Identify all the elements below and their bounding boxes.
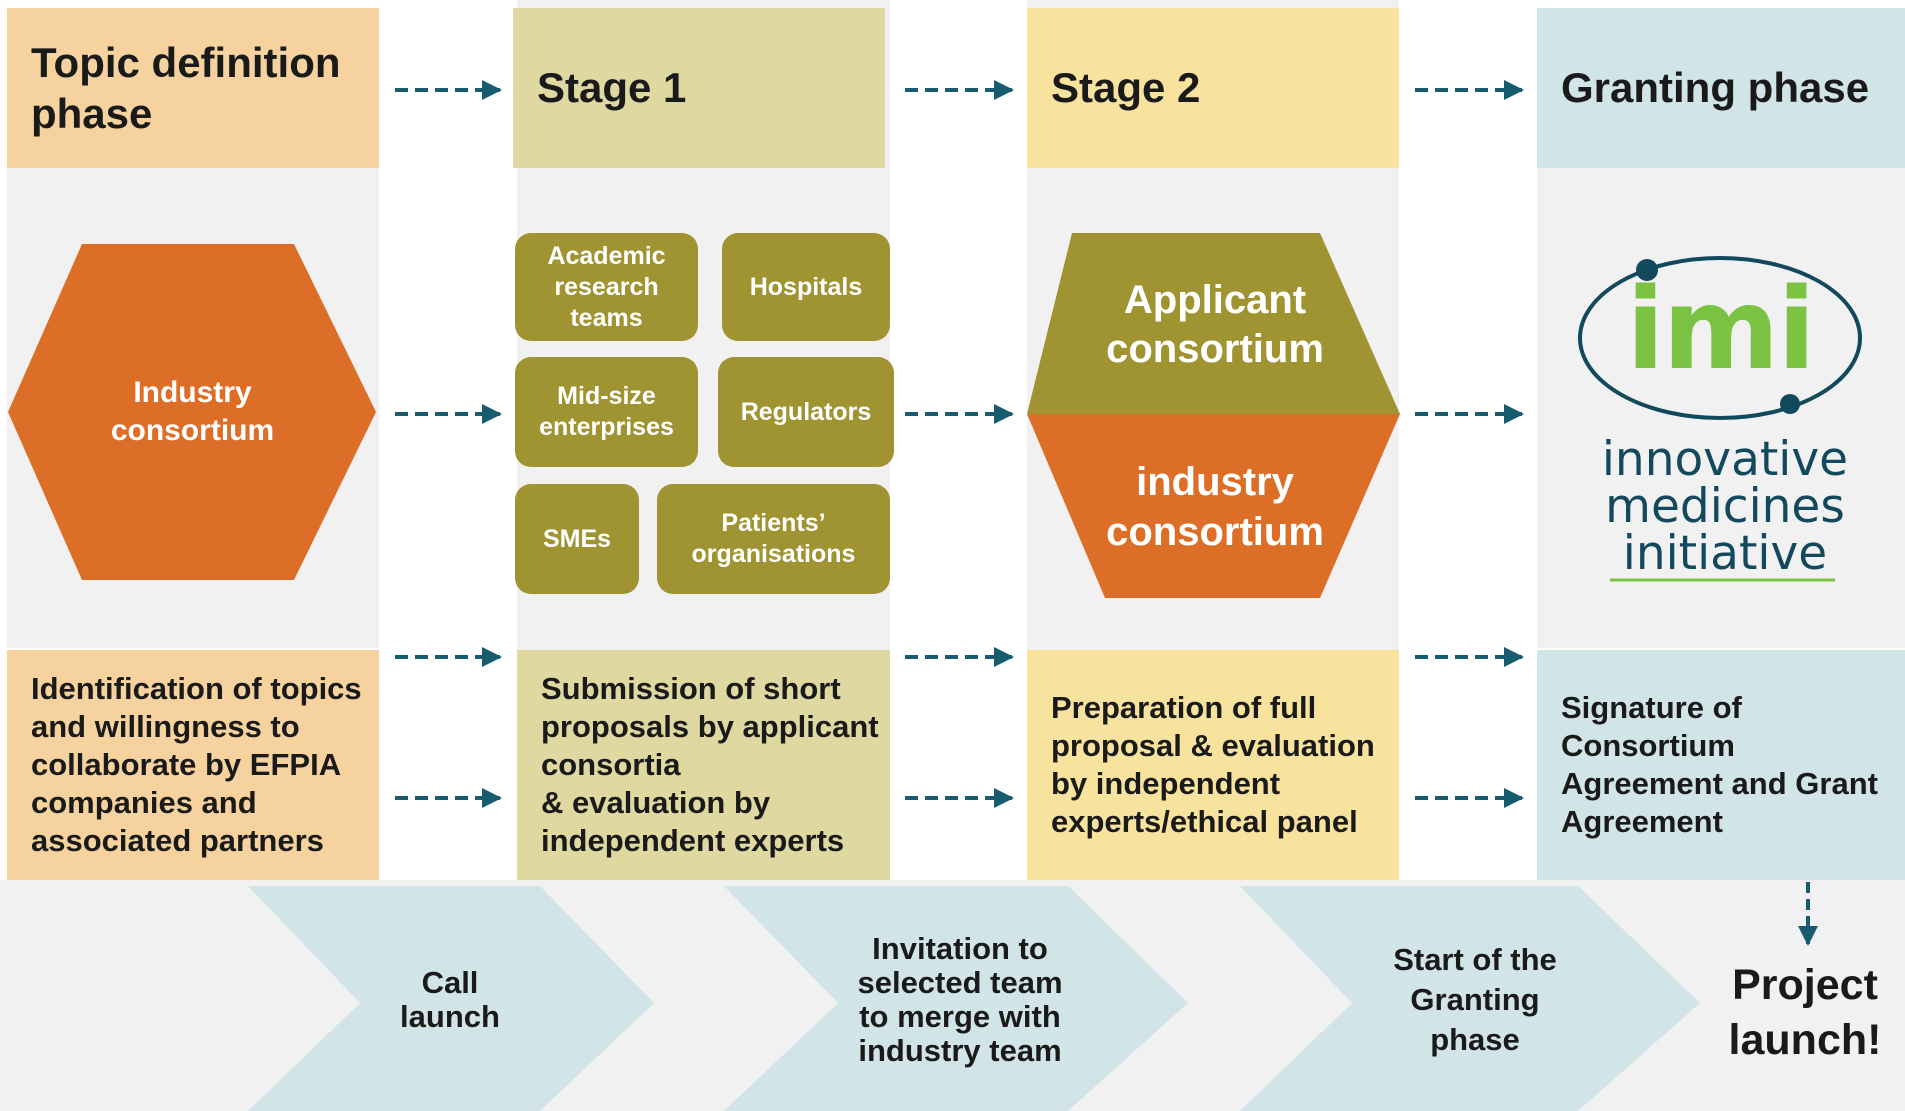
- call-launch-label: Call launch: [400, 964, 500, 1034]
- imi-logo-mark: imi: [1626, 270, 1815, 390]
- stage1-description-text: Submission of short proposals by applica…: [541, 670, 879, 859]
- tile-mid-size-enterprises: Mid-size enterprises: [515, 357, 698, 467]
- imi-wordmark-line-3: initiative: [1622, 526, 1828, 581]
- stage2-description-text: Preparation of full proposal & evaluatio…: [1051, 689, 1375, 840]
- granting-phase-description: Signature of Consortium Agreement and Gr…: [1537, 650, 1905, 880]
- industry-consortium-label-stage2: industry consortium: [1106, 460, 1324, 554]
- stage2-description: Preparation of full proposal & evaluatio…: [1027, 650, 1399, 880]
- imi-mark-text: imi: [1626, 265, 1815, 395]
- tile-academic-research-teams: Academic research teams: [515, 233, 698, 341]
- imi-wordmark: innovative medicines initiative: [1575, 432, 1875, 581]
- stage1-header: Stage 1: [513, 8, 885, 168]
- industry-consortium-label: Industry consortium: [110, 375, 275, 447]
- imi-dot-left: [1636, 259, 1658, 281]
- applicant-consortium-label: Applicant consortium: [1106, 278, 1324, 371]
- project-launch-label: Project launch!: [1728, 960, 1882, 1064]
- topic-phase-header: Topic definition phase: [7, 8, 379, 168]
- imi-dot-right: [1780, 394, 1800, 414]
- tile-patients-organisations: Patients’ organisations: [657, 484, 890, 594]
- stage2-header: Stage 2: [1027, 8, 1399, 168]
- invitation-chevron: [724, 886, 1188, 1111]
- topic-phase-title: Topic definition phase: [31, 38, 341, 137]
- topic-phase-description: Identification of topics and willingness…: [7, 650, 379, 880]
- applicant-consortium-shape: [1027, 233, 1400, 414]
- imi-wordmark-line-2: medicines: [1605, 479, 1845, 534]
- granting-phase-description-text: Signature of Consortium Agreement and Gr…: [1561, 689, 1878, 840]
- granting-column-bg: [1537, 168, 1905, 648]
- stage1-description: Submission of short proposals by applica…: [517, 650, 890, 880]
- granting-phase-header: Granting phase: [1537, 8, 1905, 168]
- invitation-label: Invitation to selected team to merge wit…: [857, 930, 1063, 1069]
- industry-consortium-shape-stage2: [1027, 414, 1400, 598]
- stage2-title: Stage 2: [1051, 64, 1201, 112]
- stage1-title: Stage 1: [537, 64, 687, 112]
- granting-start-chevron: [1240, 886, 1700, 1111]
- industry-consortium-hexagon: [8, 244, 376, 580]
- call-launch-chevron: [248, 886, 654, 1111]
- tile-hospitals: Hospitals: [722, 233, 890, 341]
- topic-phase-description-text: Identification of topics and willingness…: [31, 670, 362, 859]
- granting-phase-title: Granting phase: [1561, 64, 1870, 112]
- tile-smes: SMEs: [515, 484, 639, 594]
- imi-logo-graphic: [1578, 256, 1862, 582]
- imi-wordmark-line-1: innovative: [1601, 432, 1849, 487]
- granting-start-label: Start of the Granting phase: [1393, 941, 1557, 1058]
- tile-regulators: Regulators: [718, 357, 894, 467]
